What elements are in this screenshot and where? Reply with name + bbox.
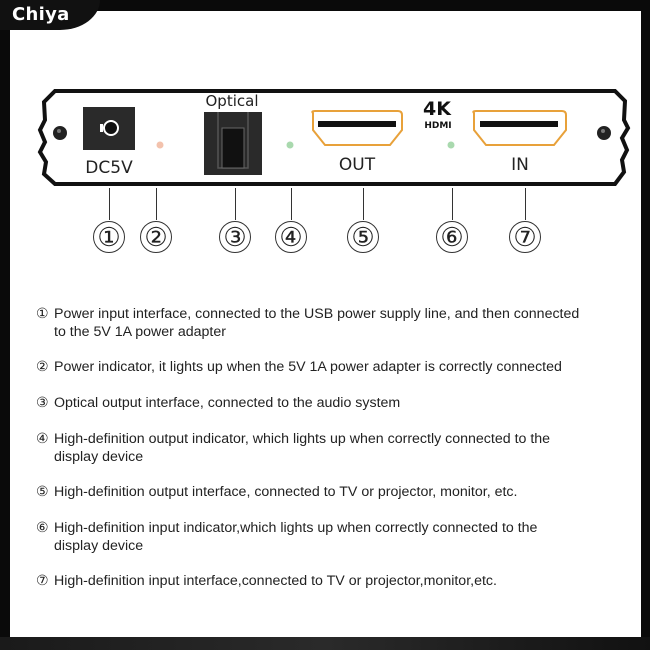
hdmi-out-port-icon	[311, 110, 403, 146]
out-label: OUT	[339, 155, 376, 175]
leader-line-6	[452, 188, 453, 220]
screw-right-icon	[597, 126, 611, 140]
screw-left-icon	[53, 126, 67, 140]
in-label: IN	[511, 155, 529, 175]
bottom-frame	[0, 637, 650, 650]
callout-3: ③	[219, 221, 251, 253]
leader-line-5	[363, 188, 364, 220]
callout-4: ④	[275, 221, 307, 253]
brand-name: Chiya	[12, 4, 70, 25]
device-panel-diagram: 4K HDMI DC5V Optical OUT IN	[37, 89, 631, 186]
logo-4k: 4K	[423, 98, 452, 120]
callout-1: ①	[93, 221, 125, 253]
leader-line-1	[109, 188, 110, 220]
in-led-icon	[447, 141, 455, 149]
leader-line-2	[156, 188, 157, 220]
leader-line-7	[525, 188, 526, 220]
callout-7: ⑦	[509, 221, 541, 253]
callout-5: ⑤	[347, 221, 379, 253]
out-led-icon	[286, 141, 294, 149]
callout-2: ②	[140, 221, 172, 253]
callout-6: ⑥	[436, 221, 468, 253]
hdmi-in-port-icon	[472, 110, 567, 146]
leader-line-3	[235, 188, 236, 220]
logo-hdmi: HDMI	[424, 121, 451, 131]
optical-label: Optical	[206, 92, 259, 110]
dc-label: DC5V	[85, 158, 133, 178]
power-led-icon	[156, 141, 164, 149]
leader-line-4	[291, 188, 292, 220]
